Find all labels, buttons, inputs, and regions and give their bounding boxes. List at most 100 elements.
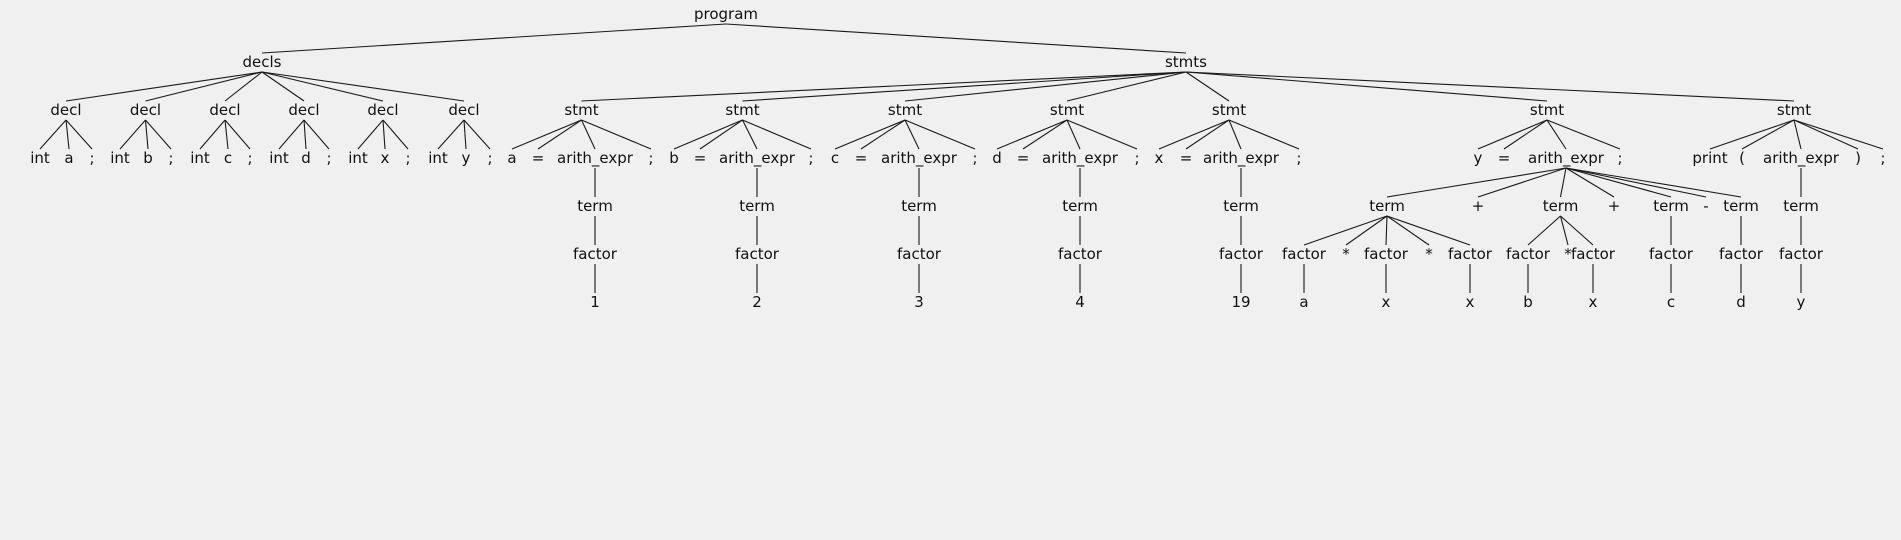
tree-edge (1565, 167, 1672, 198)
tree-leaf-int: int (110, 149, 130, 167)
tree-edges (39, 23, 1884, 293)
tree-edge (1066, 119, 1138, 150)
tree-leaf-x: x (1466, 293, 1475, 311)
tree-node-decl: decl (130, 101, 161, 119)
tree-node-stmt: stmt (1777, 101, 1811, 119)
tree-leaf-symbol: * (1425, 245, 1433, 263)
tree-edge (1185, 71, 1230, 102)
tree-leaf-a: a (1299, 293, 1308, 311)
tree-node-factor: factor (1719, 245, 1764, 263)
tree-edge (1066, 71, 1187, 102)
tree-leaf-symbol: ; (1617, 149, 1622, 167)
tree-edge (537, 119, 582, 150)
tree-edge (673, 119, 743, 150)
tree-edge (261, 71, 465, 102)
tree-node-factor: factor (1364, 245, 1409, 263)
tree-edge (199, 119, 226, 150)
tree-leaf-d: d (301, 149, 311, 167)
tree-node-arith-expr: arith_expr (1763, 149, 1840, 168)
tree-edge (261, 23, 727, 54)
tree-edge (1386, 215, 1430, 246)
tree-edge (1228, 119, 1242, 150)
tree-edge (1793, 119, 1884, 150)
tree-node-stmts: stmts (1165, 53, 1207, 71)
tree-leaf-int: int (348, 149, 368, 167)
tree-edge (463, 119, 467, 150)
tree-edge (145, 119, 172, 150)
tree-leaf-symbol: ; (247, 149, 252, 167)
tree-edge (119, 119, 146, 150)
tree-edge (303, 119, 307, 150)
tree-edge (224, 71, 263, 102)
tree-node-arith-expr: arith_expr (1528, 149, 1605, 168)
tree-edge (1386, 167, 1567, 198)
tree-edge (1385, 215, 1388, 246)
tree-edge (1022, 119, 1068, 150)
tree-leaf-symbol: = (1498, 149, 1511, 167)
tree-node-term: term (739, 197, 775, 215)
tree-leaf-symbol: ; (648, 149, 653, 167)
tree-edge (1559, 215, 1569, 246)
tree-node-stmt: stmt (725, 101, 759, 119)
tree-leaf-d: d (1736, 293, 1746, 311)
tree-leaf-int: int (269, 149, 289, 167)
tree-node-factor: factor (1282, 245, 1327, 263)
tree-leaf-symbol: + (1608, 197, 1621, 215)
tree-edge (699, 119, 743, 150)
tree-edge (725, 23, 1187, 54)
tree-edge (145, 71, 263, 102)
tree-node-arith-expr: arith_expr (1042, 149, 1119, 168)
tree-leaf-symbol: = (532, 149, 545, 167)
tree-edge (742, 119, 812, 150)
tree-edge (39, 119, 67, 150)
tree-edge (1546, 119, 1621, 150)
tree-edge (303, 119, 330, 150)
tree-node-term: term (1369, 197, 1405, 215)
tree-leaf-symbol: ; (1134, 149, 1139, 167)
tree-node-factor: factor (735, 245, 780, 263)
tree-node-term: term (577, 197, 613, 215)
tree-node-term: term (1223, 197, 1259, 215)
tree-node-stmt: stmt (564, 101, 598, 119)
tree-edge (1303, 215, 1388, 246)
tree-leaf-a: a (507, 149, 516, 167)
tree-edge (65, 119, 70, 150)
tree-leaf-symbol: ; (972, 149, 977, 167)
tree-leaf-symbol: * (1564, 245, 1572, 263)
tree-leaf-x: x (381, 149, 390, 167)
tree-node-decl: decl (50, 101, 81, 119)
tree-node-decl: decl (209, 101, 240, 119)
tree-leaf-c: c (1667, 293, 1675, 311)
tree-leaf-symbol: ( (1739, 149, 1745, 167)
tree-edge (65, 71, 263, 102)
tree-edge (261, 71, 305, 102)
tree-node-arith-expr: arith_expr (557, 149, 634, 168)
tree-edge (1793, 119, 1802, 150)
tree-edge (1565, 167, 1707, 198)
tree-leaf-b: b (1523, 293, 1533, 311)
tree-leaf-symbol: ; (405, 149, 410, 167)
tree-edge (1565, 167, 1742, 198)
tree-leaf-19: 19 (1231, 293, 1250, 311)
tree-node-factor: factor (1571, 245, 1616, 263)
tree-leaf-symbol: ; (808, 149, 813, 167)
tree-node-decl: decl (288, 101, 319, 119)
tree-edge (834, 119, 906, 150)
tree-node-arith-expr: arith_expr (1203, 149, 1280, 168)
tree-node-stmt: stmt (1212, 101, 1246, 119)
tree-edge (261, 71, 384, 102)
tree-edge (1477, 167, 1567, 198)
tree-edge (65, 119, 93, 150)
tree-node-factor: factor (1779, 245, 1824, 263)
tree-edge (357, 119, 384, 150)
tree-edge (382, 119, 386, 150)
tree-edge (1560, 215, 1594, 246)
tree-edge (904, 119, 920, 150)
tree-node-term: term (1062, 197, 1098, 215)
tree-edge (463, 119, 491, 150)
tree-leaf-symbol: * (1342, 245, 1350, 263)
tree-edge (742, 119, 758, 150)
tree-edge (1066, 119, 1081, 150)
tree-edge (1793, 119, 1859, 150)
tree-node-stmt: stmt (1530, 101, 1564, 119)
